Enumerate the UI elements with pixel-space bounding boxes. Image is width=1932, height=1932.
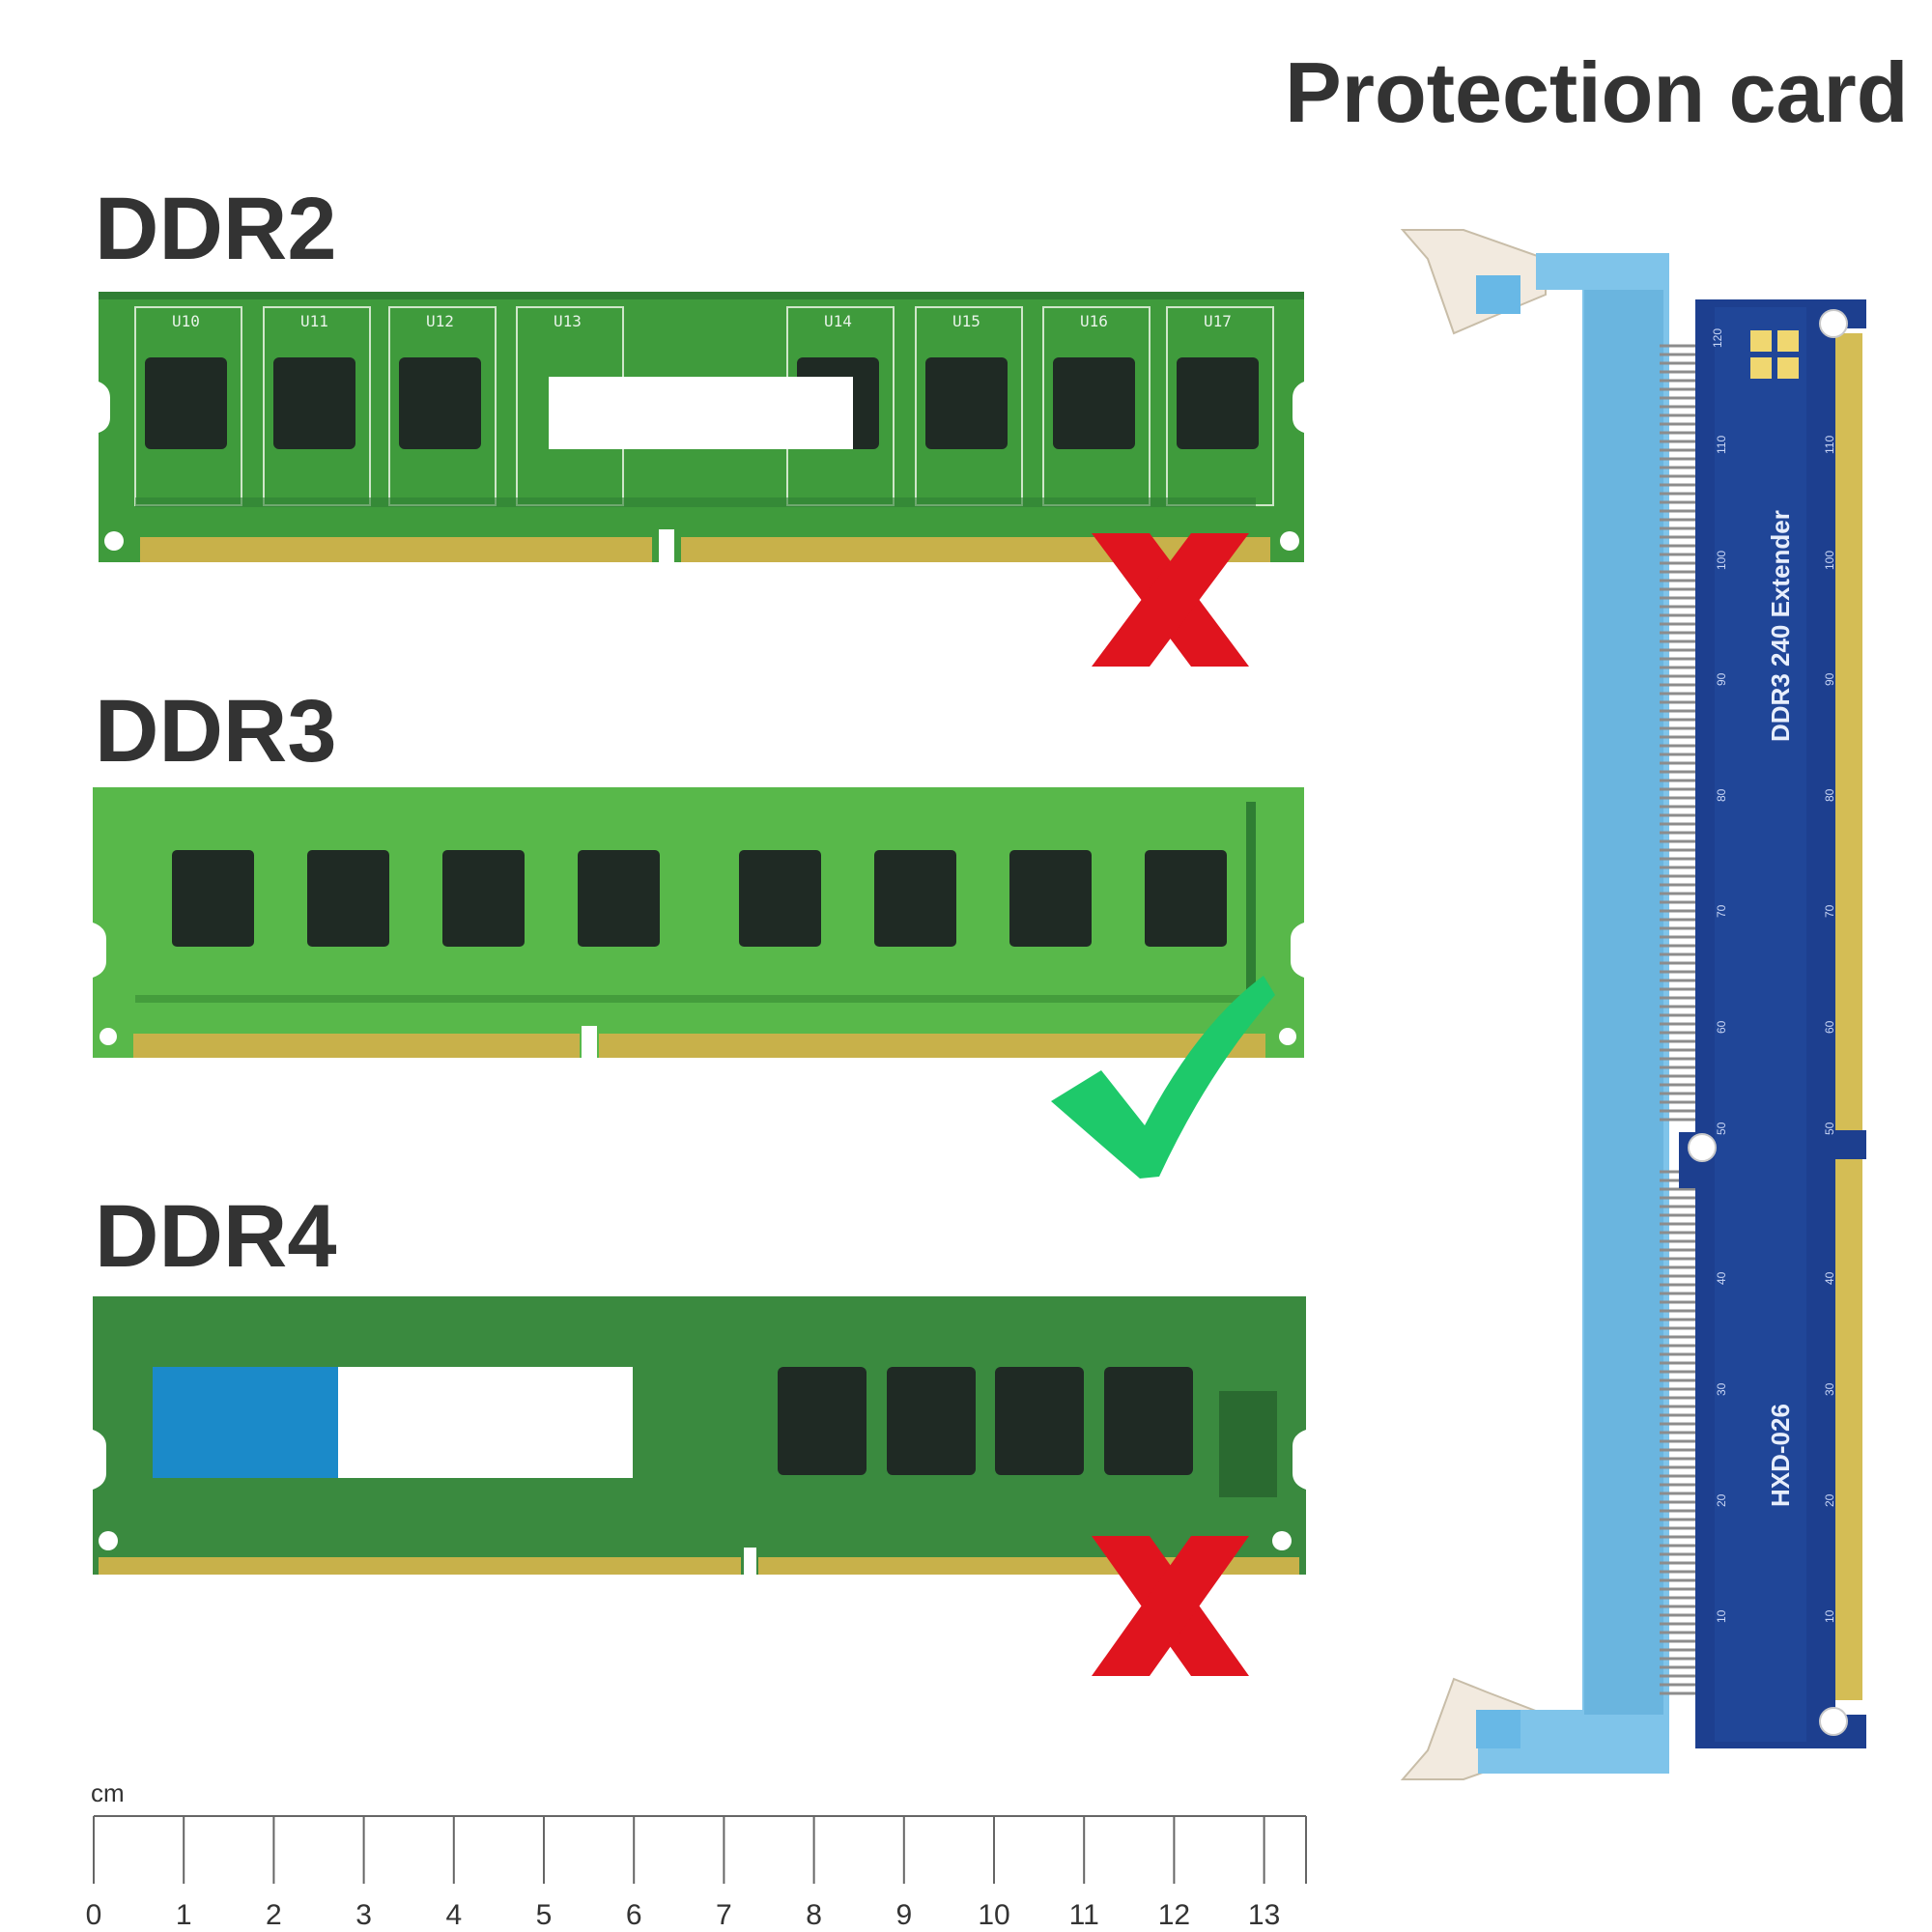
ruler-tick-label: 0 [86, 1899, 102, 1931]
ddr2-chip-label: U14 [824, 312, 852, 330]
extender-pin-number: 40 [1823, 1271, 1836, 1285]
extender-pin-number: 70 [1823, 904, 1836, 918]
ddr4-memory-chip [778, 1367, 867, 1475]
ddr4-memory-chip [995, 1367, 1084, 1475]
ddr2-chip-label: U15 [952, 312, 980, 330]
ddr3-memory-chip [172, 850, 254, 947]
extender-pin-number: 80 [1715, 788, 1728, 802]
extender-mid-hole [1688, 1133, 1717, 1162]
ruler-tick-label: 10 [978, 1899, 1009, 1931]
extender-pin-number: 60 [1715, 1020, 1728, 1034]
ruler-tick-label: 3 [355, 1899, 372, 1931]
ddr2-memory-chip [399, 357, 481, 449]
ruler-tick-label: 5 [536, 1899, 553, 1931]
extender-pin-number: 60 [1823, 1020, 1836, 1034]
protection-card-extender: DDR3 240 Extender HXD-026 120 110 110 100 1… [1400, 229, 1866, 1780]
ruler-tick-label: 9 [895, 1899, 912, 1931]
ddr2-module: U10 U11 U12 U13 U14 U15 U16 U17 [99, 292, 1304, 562]
extender-pin-top: 120 [1711, 328, 1724, 348]
ddr4-white-sticker [338, 1367, 633, 1478]
ddr2-white-sticker [549, 377, 853, 449]
ddr3-memory-chip [874, 850, 956, 947]
ruler-tick-label: 11 [1069, 1899, 1099, 1931]
extender-pin-number: 90 [1823, 672, 1836, 686]
extender-model-text: DDR3 240 Extender [1766, 510, 1795, 742]
ddr4-label: DDR4 [95, 1187, 337, 1286]
ddr3-module [93, 787, 1304, 1058]
ddr2-chip-label: U17 [1204, 312, 1232, 330]
ruler-unit: cm [91, 1778, 125, 1807]
ddr3-green-check-icon [1051, 976, 1275, 1179]
ddr3-memory-chip [739, 850, 821, 947]
extender-pin-number: 50 [1715, 1122, 1728, 1135]
ddr3-memory-chip [307, 850, 389, 947]
extender-pin-number: 90 [1715, 672, 1728, 686]
ddr4-blue-sticker [153, 1367, 338, 1478]
ddr2-gold-contacts-right [681, 537, 1270, 562]
ddr3-memory-chip [1145, 850, 1227, 947]
ddr2-red-x-icon [1092, 533, 1249, 667]
ruler-tick-label: 2 [266, 1899, 282, 1931]
page-title: Protection card [1285, 44, 1909, 140]
ddr3-memory-chip [578, 850, 660, 947]
extender-pin-number: 10 [1823, 1609, 1836, 1623]
ddr2-chip-label: U11 [300, 312, 328, 330]
extender-top-hole [1819, 309, 1848, 338]
extender-pin-number: 10 [1715, 1609, 1728, 1623]
extender-pin-number: 40 [1715, 1271, 1728, 1285]
ddr4-gold-contacts-left [99, 1557, 741, 1575]
extender-pin-number: 30 [1823, 1382, 1836, 1396]
ruler-tick-label: 7 [716, 1899, 732, 1931]
top-latch [1400, 229, 1547, 335]
ddr2-chip-label: U16 [1080, 312, 1108, 330]
ddr2-gold-contacts-left [140, 537, 652, 562]
ddr4-red-x-icon [1092, 1536, 1249, 1676]
extender-pin-number: 20 [1715, 1493, 1728, 1507]
ddr3-memory-chip [442, 850, 525, 947]
ruler-tick-label: 13 [1248, 1899, 1280, 1931]
ddr4-memory-chip [887, 1367, 976, 1475]
ddr3-gold-contacts-right [599, 1034, 1265, 1058]
ruler-tick-label: 4 [445, 1899, 462, 1931]
ddr2-memory-chip [1177, 357, 1259, 449]
ddr2-label: DDR2 [95, 180, 337, 278]
extender-pin-number: 80 [1823, 788, 1836, 802]
extender-bottom-hole [1819, 1707, 1848, 1736]
ddr4-memory-chip [1104, 1367, 1193, 1475]
ddr4-module [93, 1296, 1306, 1575]
extender-pin-number: 50 [1823, 1122, 1836, 1135]
extender-pin-number: 70 [1715, 904, 1728, 918]
extender-part-text: HXD-026 [1766, 1404, 1795, 1507]
extender-pin-number: 110 [1823, 436, 1836, 454]
extender-pin-number: 100 [1715, 551, 1728, 570]
ruler-tick-label: 8 [806, 1899, 822, 1931]
ddr2-memory-chip [273, 357, 355, 449]
ruler-tick-label: 12 [1158, 1899, 1190, 1931]
extender-pin-number: 110 [1715, 436, 1728, 454]
ddr2-chip-label: U12 [426, 312, 454, 330]
extender-pin-number: 20 [1823, 1493, 1836, 1507]
ddr2-chip-label: U10 [172, 312, 200, 330]
ruler-tick-label: 1 [176, 1899, 192, 1931]
extender-pin-number: 30 [1715, 1382, 1728, 1396]
ruler-tick-label: 6 [626, 1899, 642, 1931]
ddr2-chip-label: U13 [554, 312, 582, 330]
ddr2-memory-chip [1053, 357, 1135, 449]
extender-pin-number: 100 [1823, 551, 1836, 570]
ddr2-memory-chip [925, 357, 1008, 449]
ddr2-memory-chip [145, 357, 227, 449]
ddr3-memory-chip [1009, 850, 1092, 947]
ddr3-gold-contacts-left [133, 1034, 580, 1058]
ddr3-label: DDR3 [95, 682, 337, 781]
